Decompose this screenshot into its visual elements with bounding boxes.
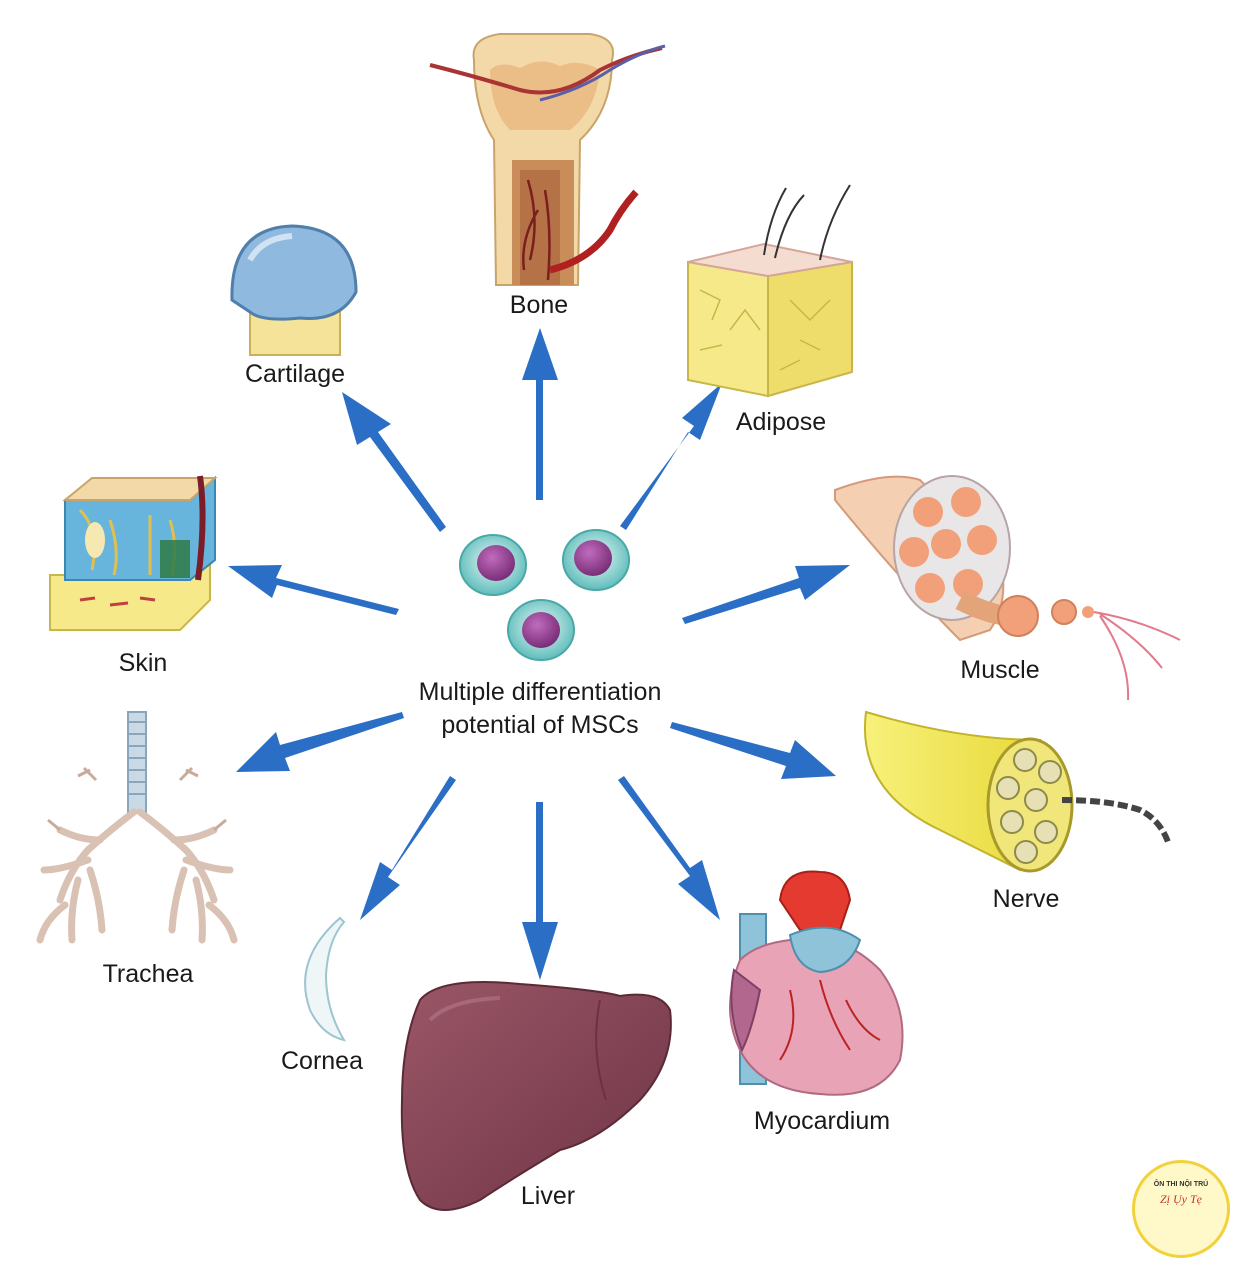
arrow-to-trachea xyxy=(236,712,404,772)
label-skin: Skin xyxy=(119,649,168,677)
label-nerve: Nerve xyxy=(993,885,1060,913)
stem-cell xyxy=(459,534,527,596)
nerve-illustration xyxy=(864,710,1171,873)
logo-text-top: ÔN THI NỘI TRÚ xyxy=(1153,1181,1209,1188)
liver-illustration xyxy=(400,981,672,1211)
label-muscle: Muscle xyxy=(960,656,1039,684)
arrow-to-cornea xyxy=(360,776,456,920)
msc-cells xyxy=(459,529,630,661)
label-cornea: Cornea xyxy=(281,1047,363,1075)
arrow-to-skin xyxy=(228,565,399,615)
cornea-illustration xyxy=(304,916,347,1042)
stem-cell xyxy=(507,599,575,661)
stem-cell xyxy=(562,529,630,591)
bone-illustration xyxy=(429,33,666,286)
arrow-to-liver xyxy=(522,802,558,980)
label-adipose: Adipose xyxy=(736,408,826,436)
trachea-illustration xyxy=(36,711,238,944)
muscle-illustration xyxy=(834,475,1181,701)
skin-illustration xyxy=(49,475,218,631)
arrow-to-muscle xyxy=(682,565,850,624)
center-caption-line1: Multiple differentiation xyxy=(418,678,662,706)
adipose-illustration xyxy=(687,184,853,398)
arrow-to-cartilage xyxy=(342,392,446,532)
label-cartilage: Cartilage xyxy=(245,360,345,388)
logo-text-script: Zị Ụy Tẹ xyxy=(1160,1192,1202,1206)
cartilage-illustration xyxy=(230,224,358,356)
center-caption-line2: potential of MSCs xyxy=(441,711,639,739)
heart-illustration xyxy=(729,870,904,1096)
center-caption: Multiple differentiation potential of MS… xyxy=(419,676,662,742)
arrow-to-nerve xyxy=(670,722,836,779)
arrow-to-myocardium xyxy=(618,776,720,920)
label-myocardium: Myocardium xyxy=(754,1107,890,1135)
differentiation-arrows xyxy=(228,328,850,980)
label-bone: Bone xyxy=(510,291,568,319)
label-liver: Liver xyxy=(521,1182,575,1210)
arrow-to-adipose xyxy=(620,383,722,530)
watermark-logo: ÔN THI NỘI TRÚ Zị Ụy Tẹ xyxy=(1132,1160,1230,1258)
label-trachea: Trachea xyxy=(103,960,194,988)
arrow-to-bone xyxy=(522,328,558,500)
